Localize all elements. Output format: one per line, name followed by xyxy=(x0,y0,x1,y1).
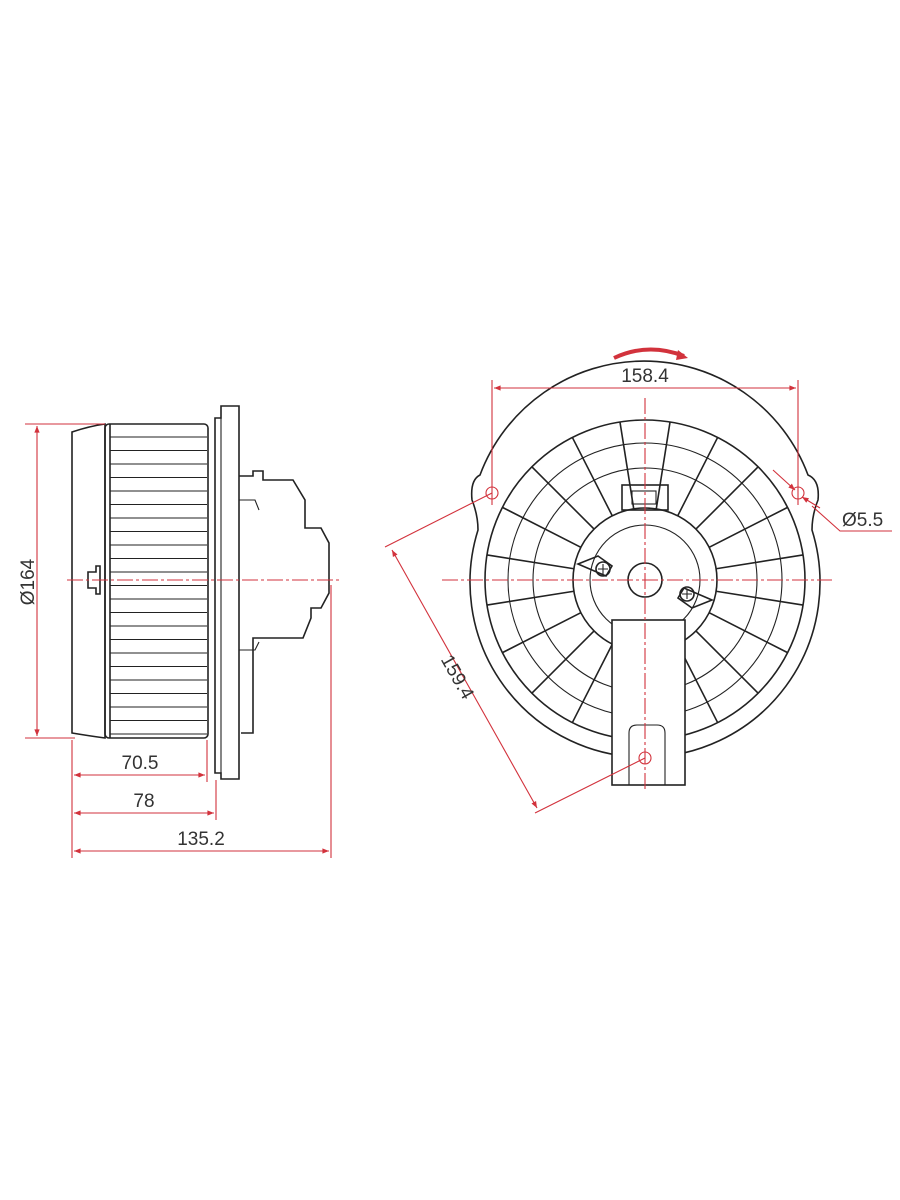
overall-length-label: 135.2 xyxy=(177,829,225,850)
spoke xyxy=(715,554,804,570)
wheel-fins xyxy=(110,436,207,735)
diagonal-label: 159.4 xyxy=(436,651,478,703)
screw-icon xyxy=(679,586,695,602)
hole-diameter-leader xyxy=(811,505,892,532)
screw-icon xyxy=(595,561,611,577)
diagonal-dimension xyxy=(391,549,538,809)
spoke xyxy=(531,630,595,694)
spoke xyxy=(571,643,614,723)
hole-diameter-label: Ø5.5 xyxy=(842,510,883,531)
spoke xyxy=(695,630,759,694)
flange-length-label: 78 xyxy=(133,791,154,812)
spoke xyxy=(571,437,614,517)
motor-housing xyxy=(239,470,330,734)
spoke xyxy=(676,437,719,517)
spoke xyxy=(715,590,804,606)
spoke xyxy=(531,466,595,530)
spoke xyxy=(695,466,759,530)
shaft-nut xyxy=(87,565,101,595)
blower-wheel xyxy=(104,423,209,739)
motor-stem xyxy=(611,619,686,786)
mount-flange xyxy=(214,405,240,780)
spoke xyxy=(708,506,788,549)
spoke xyxy=(502,611,582,654)
spoke xyxy=(655,421,671,510)
front-view: 158.4 Ø5.5 159.4 xyxy=(384,347,892,814)
spoke xyxy=(708,611,788,654)
spokes xyxy=(486,421,804,739)
spoke xyxy=(486,554,575,570)
wheel-end-face xyxy=(71,423,106,739)
rotation-arrow-icon xyxy=(613,347,685,360)
diameter-label: Ø164 xyxy=(18,558,39,605)
spoke xyxy=(619,421,635,510)
hole-spacing-label: 158.4 xyxy=(621,366,669,387)
spoke xyxy=(502,506,582,549)
spoke xyxy=(486,590,575,606)
wheel-length-label: 70.5 xyxy=(122,753,159,774)
side-view: Ø164 70.5 78 135.2 xyxy=(18,405,342,858)
